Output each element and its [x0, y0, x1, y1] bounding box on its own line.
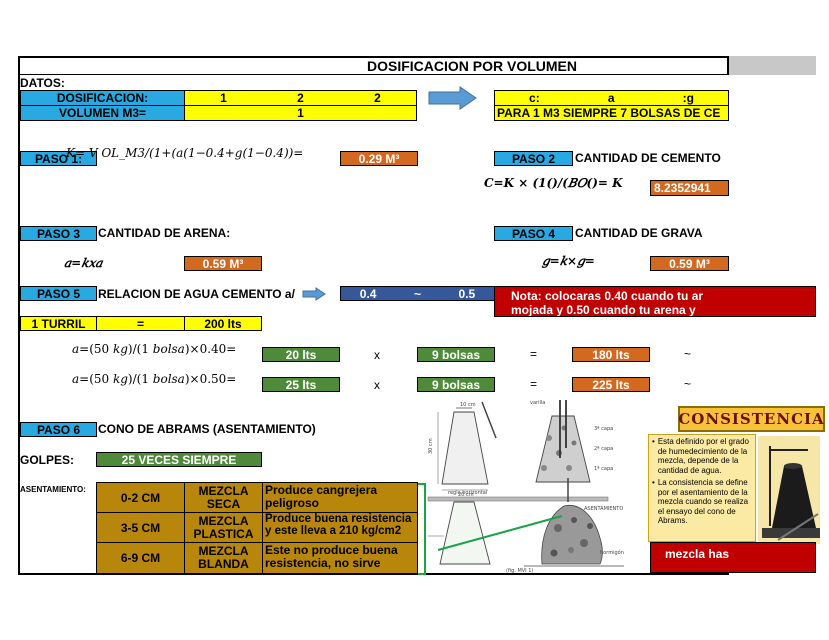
ratio-c: c:	[529, 91, 540, 105]
bolsas-note: PARA 1 M3 SIEMPRE 7 BOLSAS DE CE	[494, 105, 729, 121]
asent-type-3: MEZCLA BLANDA	[184, 542, 263, 574]
paso2-label: PASO 2	[494, 151, 573, 166]
agua-tilde-2: ~	[684, 377, 692, 391]
agua-lts-1: 20 lts	[262, 347, 340, 362]
ratio-g: :g	[682, 91, 694, 105]
paso1-label: PASO 1:	[20, 151, 97, 166]
range-high: 0.5	[458, 286, 476, 301]
paso5-label: PASO 5	[20, 286, 97, 301]
paso4-formula: 𝑔=𝑘×𝑔=	[542, 254, 595, 268]
agua-eq-1: =	[530, 347, 538, 361]
paso5-range: 0.4 ~ 0.5	[340, 286, 495, 301]
asent-range-2: 3-5 CM	[96, 512, 185, 543]
agua-bolsas-2: 9 bolsas	[417, 377, 495, 392]
label-asentamiento: ASENTAMIENTO	[584, 506, 623, 512]
agua-formula-1: 𝑎=(50 𝑘𝑔)/(1 𝑏𝑜𝑙𝑠𝑎)×0.40=	[72, 342, 237, 356]
page-title: DOSIFICACION POR VOLUMEN	[366, 58, 577, 74]
agua-bolsas-1: 9 bolsas	[417, 347, 495, 362]
dim-base: 20 cm	[458, 492, 474, 498]
right-arrow-icon	[428, 86, 477, 110]
dosificacion-grava: 2	[374, 91, 381, 105]
turril-eq: =	[96, 316, 185, 331]
sheet-frame	[18, 74, 729, 575]
golpes-label: GOLPES:	[20, 453, 75, 467]
asent-range-1: 0-2 CM	[96, 482, 185, 513]
paso5-note: Nota: colocaras 0.40 cuando tu ar mojada…	[494, 286, 816, 317]
paso2-formula: C=K × (1()/(𝐵𝑂()= K	[484, 176, 623, 190]
paso3-label: PASO 3	[20, 226, 97, 241]
asent-type-2: MEZCLA PLASTICA	[184, 512, 263, 543]
golpes-value: 25 VECES SIEMPRE	[96, 452, 262, 467]
paso6-label: PASO 6	[20, 422, 97, 437]
paso5-title: RELACION DE AGUA CEMENTO a/	[98, 287, 295, 301]
agua-total-1: 180 lts	[572, 347, 650, 362]
agua-formula-2: 𝑎=(50 𝑘𝑔)/(1 𝑏𝑜𝑙𝑠𝑎)×0.50=	[72, 372, 237, 386]
label-hormigon: hormigón	[600, 549, 624, 556]
dim-top: 10 cm	[460, 402, 476, 408]
consistencia-footer: mezcla has	[650, 542, 816, 573]
volumen-label: VOLUMEN M3=	[20, 105, 185, 121]
agua-x-1: x	[374, 348, 380, 362]
label-capa1: 1ª capa	[594, 466, 613, 472]
agua-total-2: 225 lts	[572, 377, 650, 392]
turril-value: 200 lts	[184, 316, 262, 331]
title-bar: DOSIFICACION POR VOLUMEN	[18, 56, 729, 75]
label-capa3: 3ª capa	[594, 426, 613, 432]
title-bar-extension	[729, 56, 816, 75]
paso4-title: CANTIDAD DE GRAVA	[575, 226, 703, 240]
consistencia-title-box: CONSISTENCIA	[678, 406, 825, 432]
paso3-formula: 𝑎=𝑘𝑥𝑎	[64, 256, 103, 270]
paso6-title: CONO DE ABRAMS (ASENTAMIENTO)	[98, 422, 316, 436]
asent-desc-2: Produce buena resistencia y este lleva a…	[262, 512, 418, 543]
dosificacion-label: DOSIFICACION:	[20, 90, 185, 106]
consistencia-bullet-2: •La consistencia se define por el asenta…	[652, 478, 749, 525]
dim-height: 30 cm	[428, 438, 434, 454]
consistencia-bullet-1: •Esta definido por el grado de humedecim…	[652, 437, 749, 475]
agua-eq-2: =	[530, 377, 538, 391]
volumen-value[interactable]: 1	[184, 105, 417, 121]
agua-lts-2: 25 lts	[262, 377, 340, 392]
paso1-formula: K= 𝑉 𝑂𝐿_𝑀3/(1+(𝑎(1−0.4+𝑔(1−0.4))=	[66, 146, 304, 160]
dosificacion-arena: 2	[297, 91, 304, 105]
green-bracket	[418, 483, 426, 575]
asent-desc-3: Este no produce buena resistencia, no si…	[262, 542, 418, 574]
paso1-result: 0.29 M³	[340, 151, 418, 166]
asentamiento-table: 0-2 CM MEZCLA SECA Produce cangrejera pe…	[96, 482, 418, 574]
asent-desc-1: Produce cangrejera peligroso	[262, 482, 418, 513]
small-arrow-icon	[302, 287, 326, 301]
range-low: 0.4	[359, 286, 377, 301]
paso3-title: CANTIDAD DE ARENA:	[98, 226, 231, 240]
paso3-result: 0.59 M³	[184, 256, 262, 271]
datos-label: DATOS:	[20, 76, 65, 90]
label-regla: regla horizontal	[448, 490, 487, 496]
agua-x-2: x	[374, 378, 380, 392]
figure-caption: (fig. MVI 1)	[506, 568, 533, 574]
abrams-cone-figure: 10 cm 30 cm 20 cm varilla 3ª capa 2ª cap…	[427, 400, 624, 574]
asent-type-1: MEZCLA SECA	[184, 482, 263, 513]
agua-tilde-1: ~	[684, 347, 692, 361]
label-capa2: 2ª capa	[594, 446, 613, 452]
ratio-header: c: a :g	[494, 90, 729, 106]
consistencia-title: CONSISTENCIA	[678, 410, 825, 428]
dosificacion-values[interactable]: 1 2 2	[184, 90, 417, 106]
consistencia-info: •Esta definido por el grado de humedecim…	[648, 434, 756, 542]
label-varilla: varilla	[530, 400, 545, 406]
turril-label: 1 TURRIL	[20, 316, 97, 331]
asentamiento-label: ASENTAMIENTO:	[20, 485, 86, 494]
paso2-result: 8.2352941	[650, 180, 729, 196]
dosificacion-cemento: 1	[220, 91, 227, 105]
paso4-result: 0.59 M³	[650, 256, 729, 271]
asent-range-3: 6-9 CM	[96, 542, 185, 574]
slump-cone-photo	[758, 436, 820, 544]
ratio-a: a	[607, 91, 615, 105]
range-tilde: ~	[413, 286, 421, 301]
paso4-label: PASO 4	[494, 226, 573, 241]
paso2-title: CANTIDAD DE CEMENTO	[575, 151, 721, 165]
